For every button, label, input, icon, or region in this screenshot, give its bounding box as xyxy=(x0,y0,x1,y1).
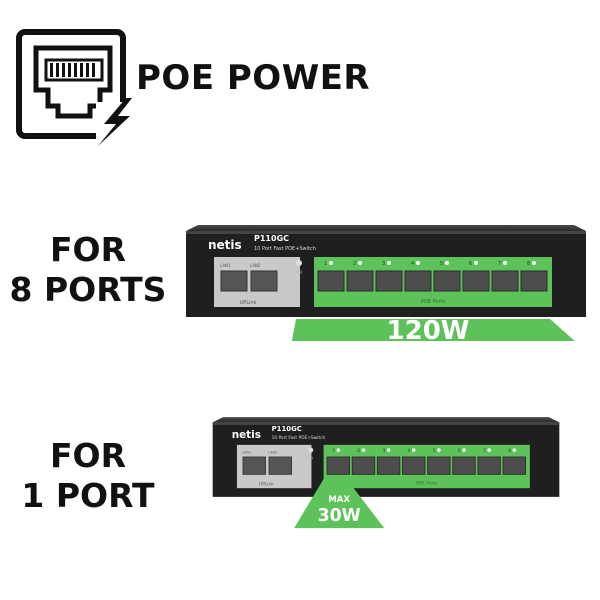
caption-line: FOR xyxy=(49,230,126,269)
port-number: 1 xyxy=(324,261,327,267)
poe-port xyxy=(520,270,548,292)
port-number: 4 xyxy=(411,261,414,267)
port-number: 4 xyxy=(408,448,411,454)
poe-switch-1-port: netis P110GC 10 Port Fast POE+Switch LAN… xyxy=(212,417,560,529)
pwr-led xyxy=(296,260,302,266)
port-led xyxy=(329,261,333,265)
poe-port xyxy=(351,456,376,475)
poe-switch-8-ports: netis P110GC 10 Port Fast POE+Switch LAN… xyxy=(186,225,586,341)
power-beam xyxy=(294,476,385,529)
port-led xyxy=(487,448,491,452)
port-number: 8 xyxy=(508,448,511,454)
poe-port-group: 1 2 3 4 5 6 7 8 xyxy=(326,448,526,475)
poe-port xyxy=(502,456,526,475)
port-led xyxy=(503,261,507,265)
poe-port-group: 1 2 3 4 5 6 7 8 xyxy=(317,261,548,292)
port-led xyxy=(412,448,416,452)
lan1-label: LAN1 xyxy=(220,263,231,268)
model-label: P110GC xyxy=(272,425,302,433)
port-number: 7 xyxy=(483,448,486,454)
port-number: 3 xyxy=(382,261,385,267)
port-number: 7 xyxy=(498,261,501,267)
caption-line: 1 PORT xyxy=(21,476,155,515)
ethernet-port-power-icon xyxy=(16,29,136,146)
power-beam xyxy=(291,319,575,341)
port-number: 8 xyxy=(527,261,530,267)
caption-1-port: FOR 1 PORT xyxy=(0,436,176,516)
uplink-label: UPLink xyxy=(240,300,257,306)
port-number: 5 xyxy=(440,261,443,267)
brand-logo: netis xyxy=(232,429,261,441)
power-label: 30W xyxy=(318,506,361,526)
port-number: 1 xyxy=(332,448,335,454)
pwr-led xyxy=(308,447,314,453)
port-number: 5 xyxy=(433,448,436,454)
lan1-label: LAN1 xyxy=(242,451,251,455)
power-label: 120W xyxy=(387,316,470,341)
port-led xyxy=(462,448,466,452)
model-label: P110GC xyxy=(254,234,289,243)
port-led xyxy=(445,261,449,265)
poe-port xyxy=(491,270,519,292)
caption-line: 8 PORTS xyxy=(9,270,167,309)
port-led xyxy=(358,261,362,265)
poe-port xyxy=(346,270,374,292)
lan2-label: LAN2 xyxy=(250,263,261,268)
pwr-label: PWR xyxy=(293,270,302,275)
poe-port xyxy=(326,456,351,475)
port-number: 2 xyxy=(357,448,360,454)
poe-port xyxy=(376,456,401,475)
model-description: 10 Port Fast POE+Switch xyxy=(272,435,326,441)
poe-port xyxy=(433,270,461,292)
poe-port xyxy=(317,270,345,292)
lan2-label: LAN2 xyxy=(268,451,277,455)
port-led xyxy=(474,261,478,265)
poe-ports-label: POE Ports xyxy=(416,481,438,487)
port-number: 2 xyxy=(353,261,356,267)
port-number: 6 xyxy=(469,261,472,267)
port-led xyxy=(437,448,441,452)
port-number: 6 xyxy=(458,448,461,454)
power-prefix: MAX xyxy=(328,495,350,505)
poe-port xyxy=(477,456,501,475)
brand-logo: netis xyxy=(208,238,242,252)
port-led xyxy=(512,448,516,452)
pwr-label: PWR xyxy=(305,457,313,461)
port-led xyxy=(387,261,391,265)
model-description: 10 Port Fast POE+Switch xyxy=(254,246,316,252)
poe-port xyxy=(462,270,490,292)
port-led xyxy=(416,261,420,265)
port-led xyxy=(336,448,341,452)
poe-ports-label: POE Ports xyxy=(421,299,446,305)
poe-port xyxy=(375,270,403,292)
uplink-label: UPLink xyxy=(259,482,274,488)
port-number: 3 xyxy=(383,448,386,454)
poe-port xyxy=(427,456,451,475)
caption-8-ports: FOR 8 PORTS xyxy=(0,230,176,310)
poe-port xyxy=(402,456,426,475)
port-led xyxy=(361,448,366,452)
poe-port xyxy=(404,270,432,292)
port-led xyxy=(532,261,536,265)
page-title: POE POWER xyxy=(136,58,371,98)
caption-line: FOR xyxy=(49,436,126,475)
poe-port xyxy=(452,456,476,475)
port-led xyxy=(386,448,391,452)
